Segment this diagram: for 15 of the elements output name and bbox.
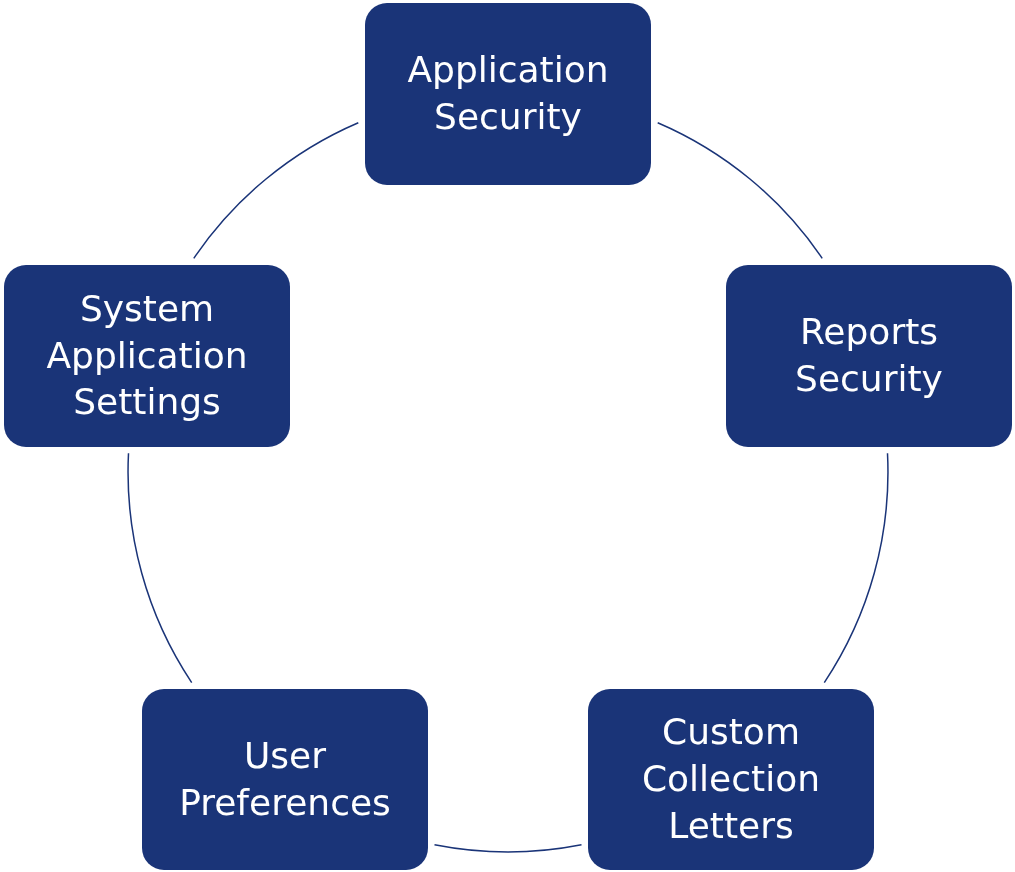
topic-box [588,689,874,870]
connector-arc [193,121,360,260]
connector-arc [656,121,823,260]
topic-label: Application Security [406,48,610,139]
topic-label: Reports Security [794,310,944,401]
connector-arc [823,452,889,684]
topic-box [4,265,290,447]
topic-box [142,689,428,870]
topic-box [365,3,651,185]
topic-label: System Application Settings [45,286,249,425]
topic-box [726,265,1012,447]
connector-arc [433,844,583,853]
topic-label: User Preferences [178,733,392,825]
connector-arc [127,452,193,684]
topic-label: Custom Collection Letters [640,710,822,848]
